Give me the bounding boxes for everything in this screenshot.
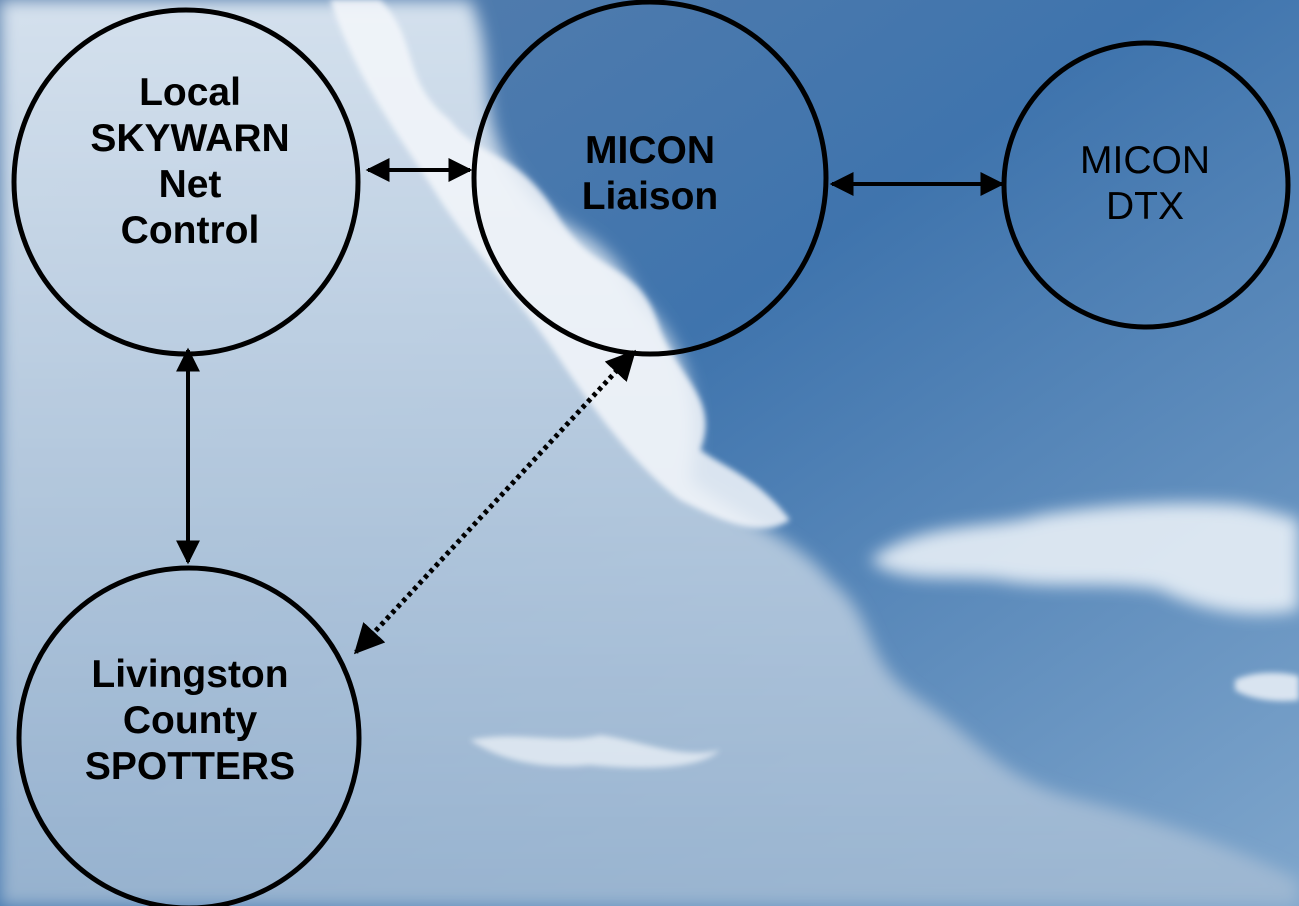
node-livingston-spotters xyxy=(16,565,362,906)
label-line: MICON xyxy=(585,129,715,172)
label-micon-liaison: MICON Liaison xyxy=(480,128,820,220)
label-line: MICON xyxy=(1080,139,1210,182)
label-line: Local xyxy=(139,71,241,114)
label-line: DTX xyxy=(1106,185,1184,228)
label-livingston-spotters: Livingston County SPOTTERS xyxy=(25,652,355,790)
node-micon-dtx xyxy=(1001,40,1291,330)
label-line: Liaison xyxy=(581,175,719,218)
label-local-net-control: Local SKYWARN Net Control xyxy=(20,70,360,254)
label-micon-dtx: MICON DTX xyxy=(1010,138,1280,230)
label-line: Net xyxy=(158,163,222,206)
label-line: SPOTTERS xyxy=(84,745,296,788)
label-line: County xyxy=(122,699,258,742)
label-line: SKYWARN xyxy=(90,117,290,160)
node-local-net-control xyxy=(11,7,361,357)
label-line: Control xyxy=(120,209,260,252)
node-micon-liaison xyxy=(471,0,829,357)
label-line: Livingston xyxy=(91,653,289,696)
